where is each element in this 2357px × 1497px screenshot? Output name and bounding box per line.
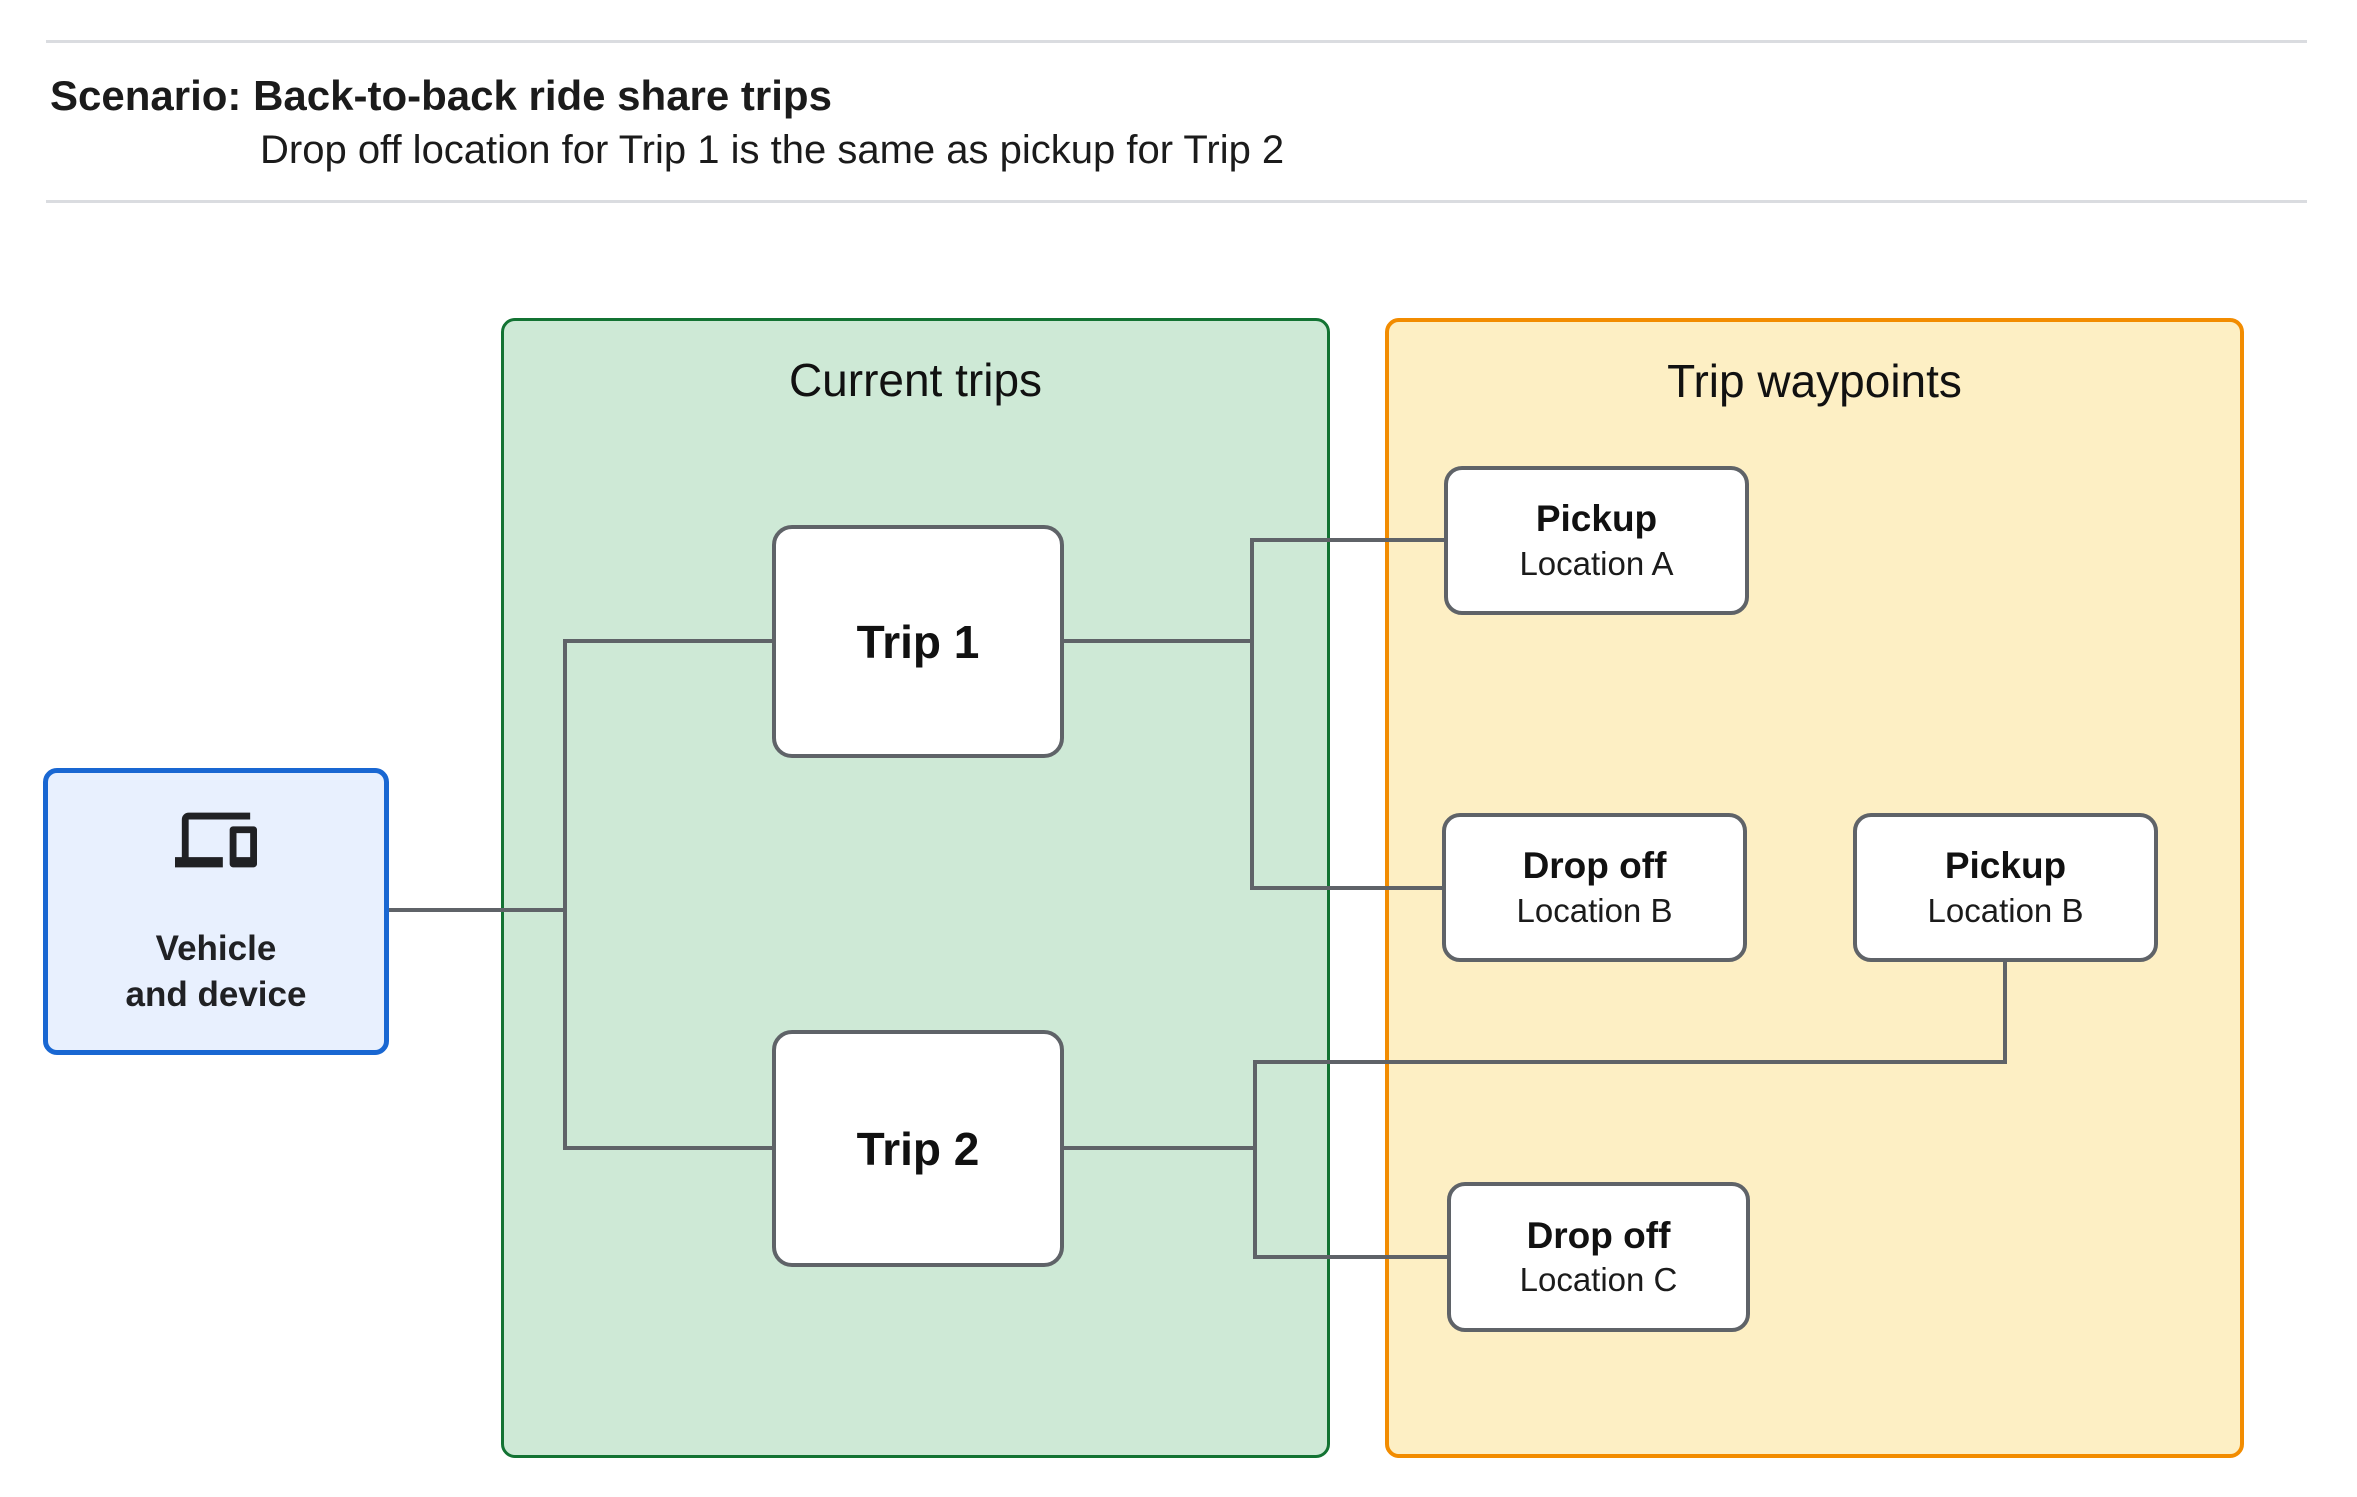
- connector-trip1-out: [1064, 639, 1254, 643]
- waypoint-title: Pickup: [1535, 498, 1658, 540]
- waypoint-title: Drop off: [1522, 845, 1667, 887]
- connector-vehicle-branch-vertical: [563, 639, 567, 1150]
- waypoint-subtitle: Location C: [1519, 1261, 1678, 1299]
- vehicle-label-line2: and device: [125, 974, 307, 1014]
- connector-to-pickup-a: [1250, 538, 1446, 542]
- trip-waypoints-title: Trip waypoints: [1667, 355, 1962, 407]
- trip2-label: Trip 2: [856, 1122, 980, 1175]
- current-trips-container: Current trips: [501, 318, 1330, 1458]
- connector-pickup-b-horizontal: [1253, 1060, 2007, 1064]
- trip2-node: Trip 2: [772, 1030, 1064, 1267]
- trip1-label: Trip 1: [856, 615, 980, 668]
- waypoint-subtitle: Location B: [1516, 891, 1673, 929]
- top-divider: [46, 40, 2307, 43]
- connector-trip1-branch-vertical: [1250, 538, 1254, 890]
- trip1-node: Trip 1: [772, 525, 1064, 758]
- waypoint-title: Pickup: [1944, 845, 2067, 887]
- vehicle-label-line1: Vehicle: [155, 928, 277, 968]
- page-subtitle: Drop off location for Trip 1 is the same…: [260, 128, 1285, 172]
- waypoint-subtitle: Location B: [1927, 891, 2084, 929]
- current-trips-title: Current trips: [788, 354, 1043, 406]
- page-title: Scenario: Back-to-back ride share trips: [50, 72, 832, 119]
- connector-vehicle-out: [389, 908, 565, 912]
- devices-icon: [175, 799, 257, 881]
- waypoint-subtitle: Location A: [1519, 544, 1674, 582]
- connector-pickup-b-drop: [2003, 960, 2007, 1064]
- waypoint-dropoff-location-c: Drop off Location C: [1447, 1182, 1750, 1332]
- vehicle-node-label: Vehicle and device: [126, 926, 307, 1018]
- waypoint-pickup-location-b: Pickup Location B: [1853, 813, 2158, 962]
- waypoint-pickup-location-a: Pickup Location A: [1444, 466, 1749, 615]
- waypoint-title: Drop off: [1526, 1214, 1671, 1256]
- connector-trip2-out: [1064, 1146, 1257, 1150]
- connector-to-trip2: [563, 1146, 774, 1150]
- vehicle-node: Vehicle and device: [43, 768, 389, 1055]
- waypoint-dropoff-location-b: Drop off Location B: [1442, 813, 1747, 962]
- connector-trip2-branch-vertical: [1253, 1060, 1257, 1259]
- connector-to-dropoff-c: [1253, 1255, 1449, 1259]
- connector-to-trip1: [563, 639, 774, 643]
- connector-to-dropoff-b: [1250, 886, 1444, 890]
- header-divider: [46, 200, 2307, 203]
